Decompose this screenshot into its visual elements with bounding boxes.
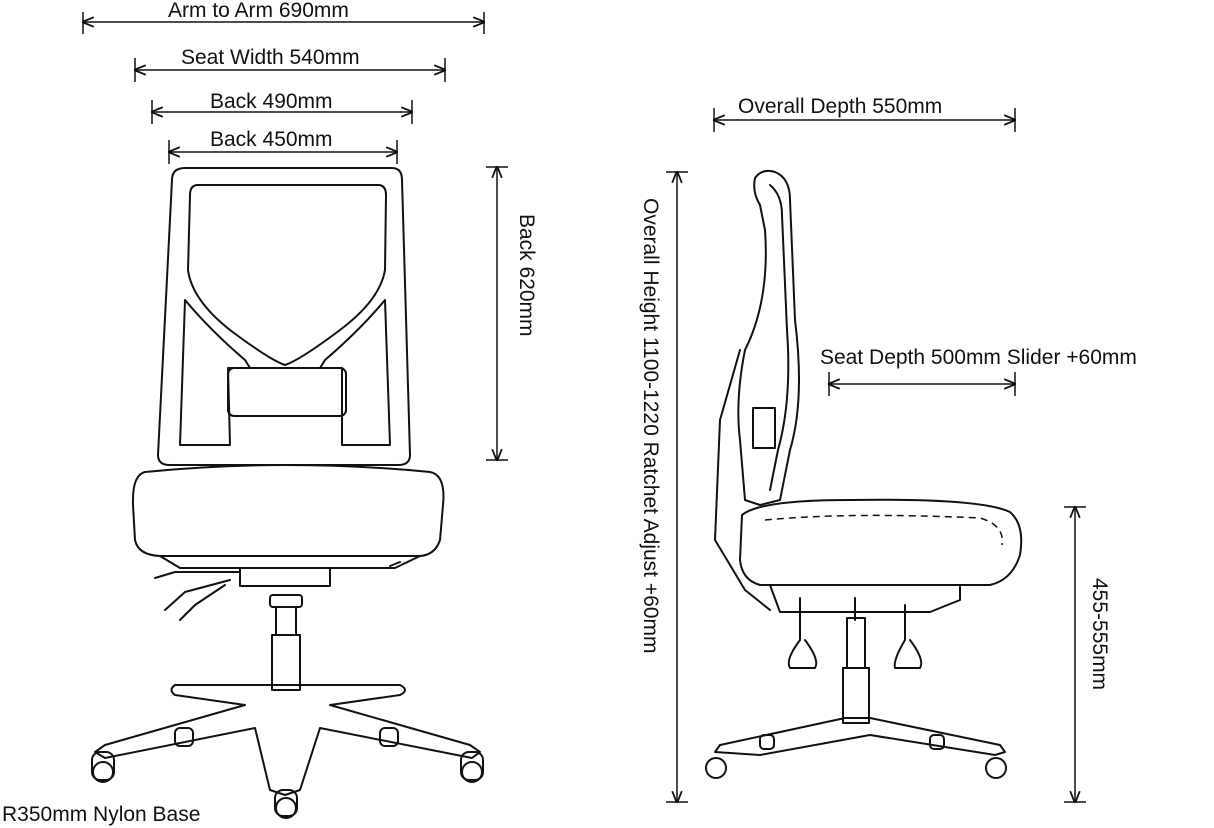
back-height-label: Back 620mm	[515, 214, 538, 337]
side-seat-stitch	[764, 514, 1004, 546]
side-backrest-inner	[769, 184, 790, 491]
gas-lift	[275, 606, 297, 636]
overall-height-label: Overall Height 1100-1220 Ratchet Adjust …	[639, 198, 662, 654]
dimension-lines	[83, 12, 1086, 802]
seat-depth-label: Seat Depth 500mm Slider +60mm	[820, 346, 1137, 369]
side-backrest	[737, 169, 800, 506]
side-gas-lift	[846, 617, 866, 669]
side-back-bracket	[714, 349, 771, 611]
base-label: R350mm Nylon Base	[2, 803, 201, 826]
side-back-adjuster	[752, 407, 776, 449]
lumbar-support	[227, 367, 347, 417]
overall-depth-label: Overall Depth 550mm	[738, 95, 943, 118]
seat-height-label: 455-555mm	[1088, 578, 1111, 691]
star-base	[94, 684, 481, 796]
chair-front-view	[91, 167, 484, 819]
back-490-label: Back 490mm	[210, 90, 333, 113]
side-seat-cushion	[739, 498, 1023, 586]
side-casters	[705, 734, 1007, 779]
gas-lift-cap	[269, 594, 303, 608]
casters	[91, 727, 484, 819]
backrest-frame	[157, 167, 411, 466]
side-paddles	[787, 597, 923, 669]
side-star-base	[714, 717, 1006, 756]
side-gas-cover	[842, 667, 870, 724]
chair-side-view	[705, 169, 1023, 779]
mechanism	[239, 567, 331, 587]
levers	[154, 561, 401, 621]
side-mechanism	[769, 584, 961, 613]
gas-lift-cover	[271, 634, 301, 691]
backrest-lower-left	[179, 299, 251, 446]
back-450-label: Back 450mm	[210, 128, 333, 151]
seat-cushion	[131, 464, 445, 557]
seat-width-label: Seat Width 540mm	[181, 46, 360, 69]
backrest-mesh	[187, 184, 387, 366]
backrest-lower-right	[319, 299, 391, 446]
seat-underside	[159, 555, 421, 569]
arm-to-arm-label: Arm to Arm 690mm	[168, 0, 349, 22]
